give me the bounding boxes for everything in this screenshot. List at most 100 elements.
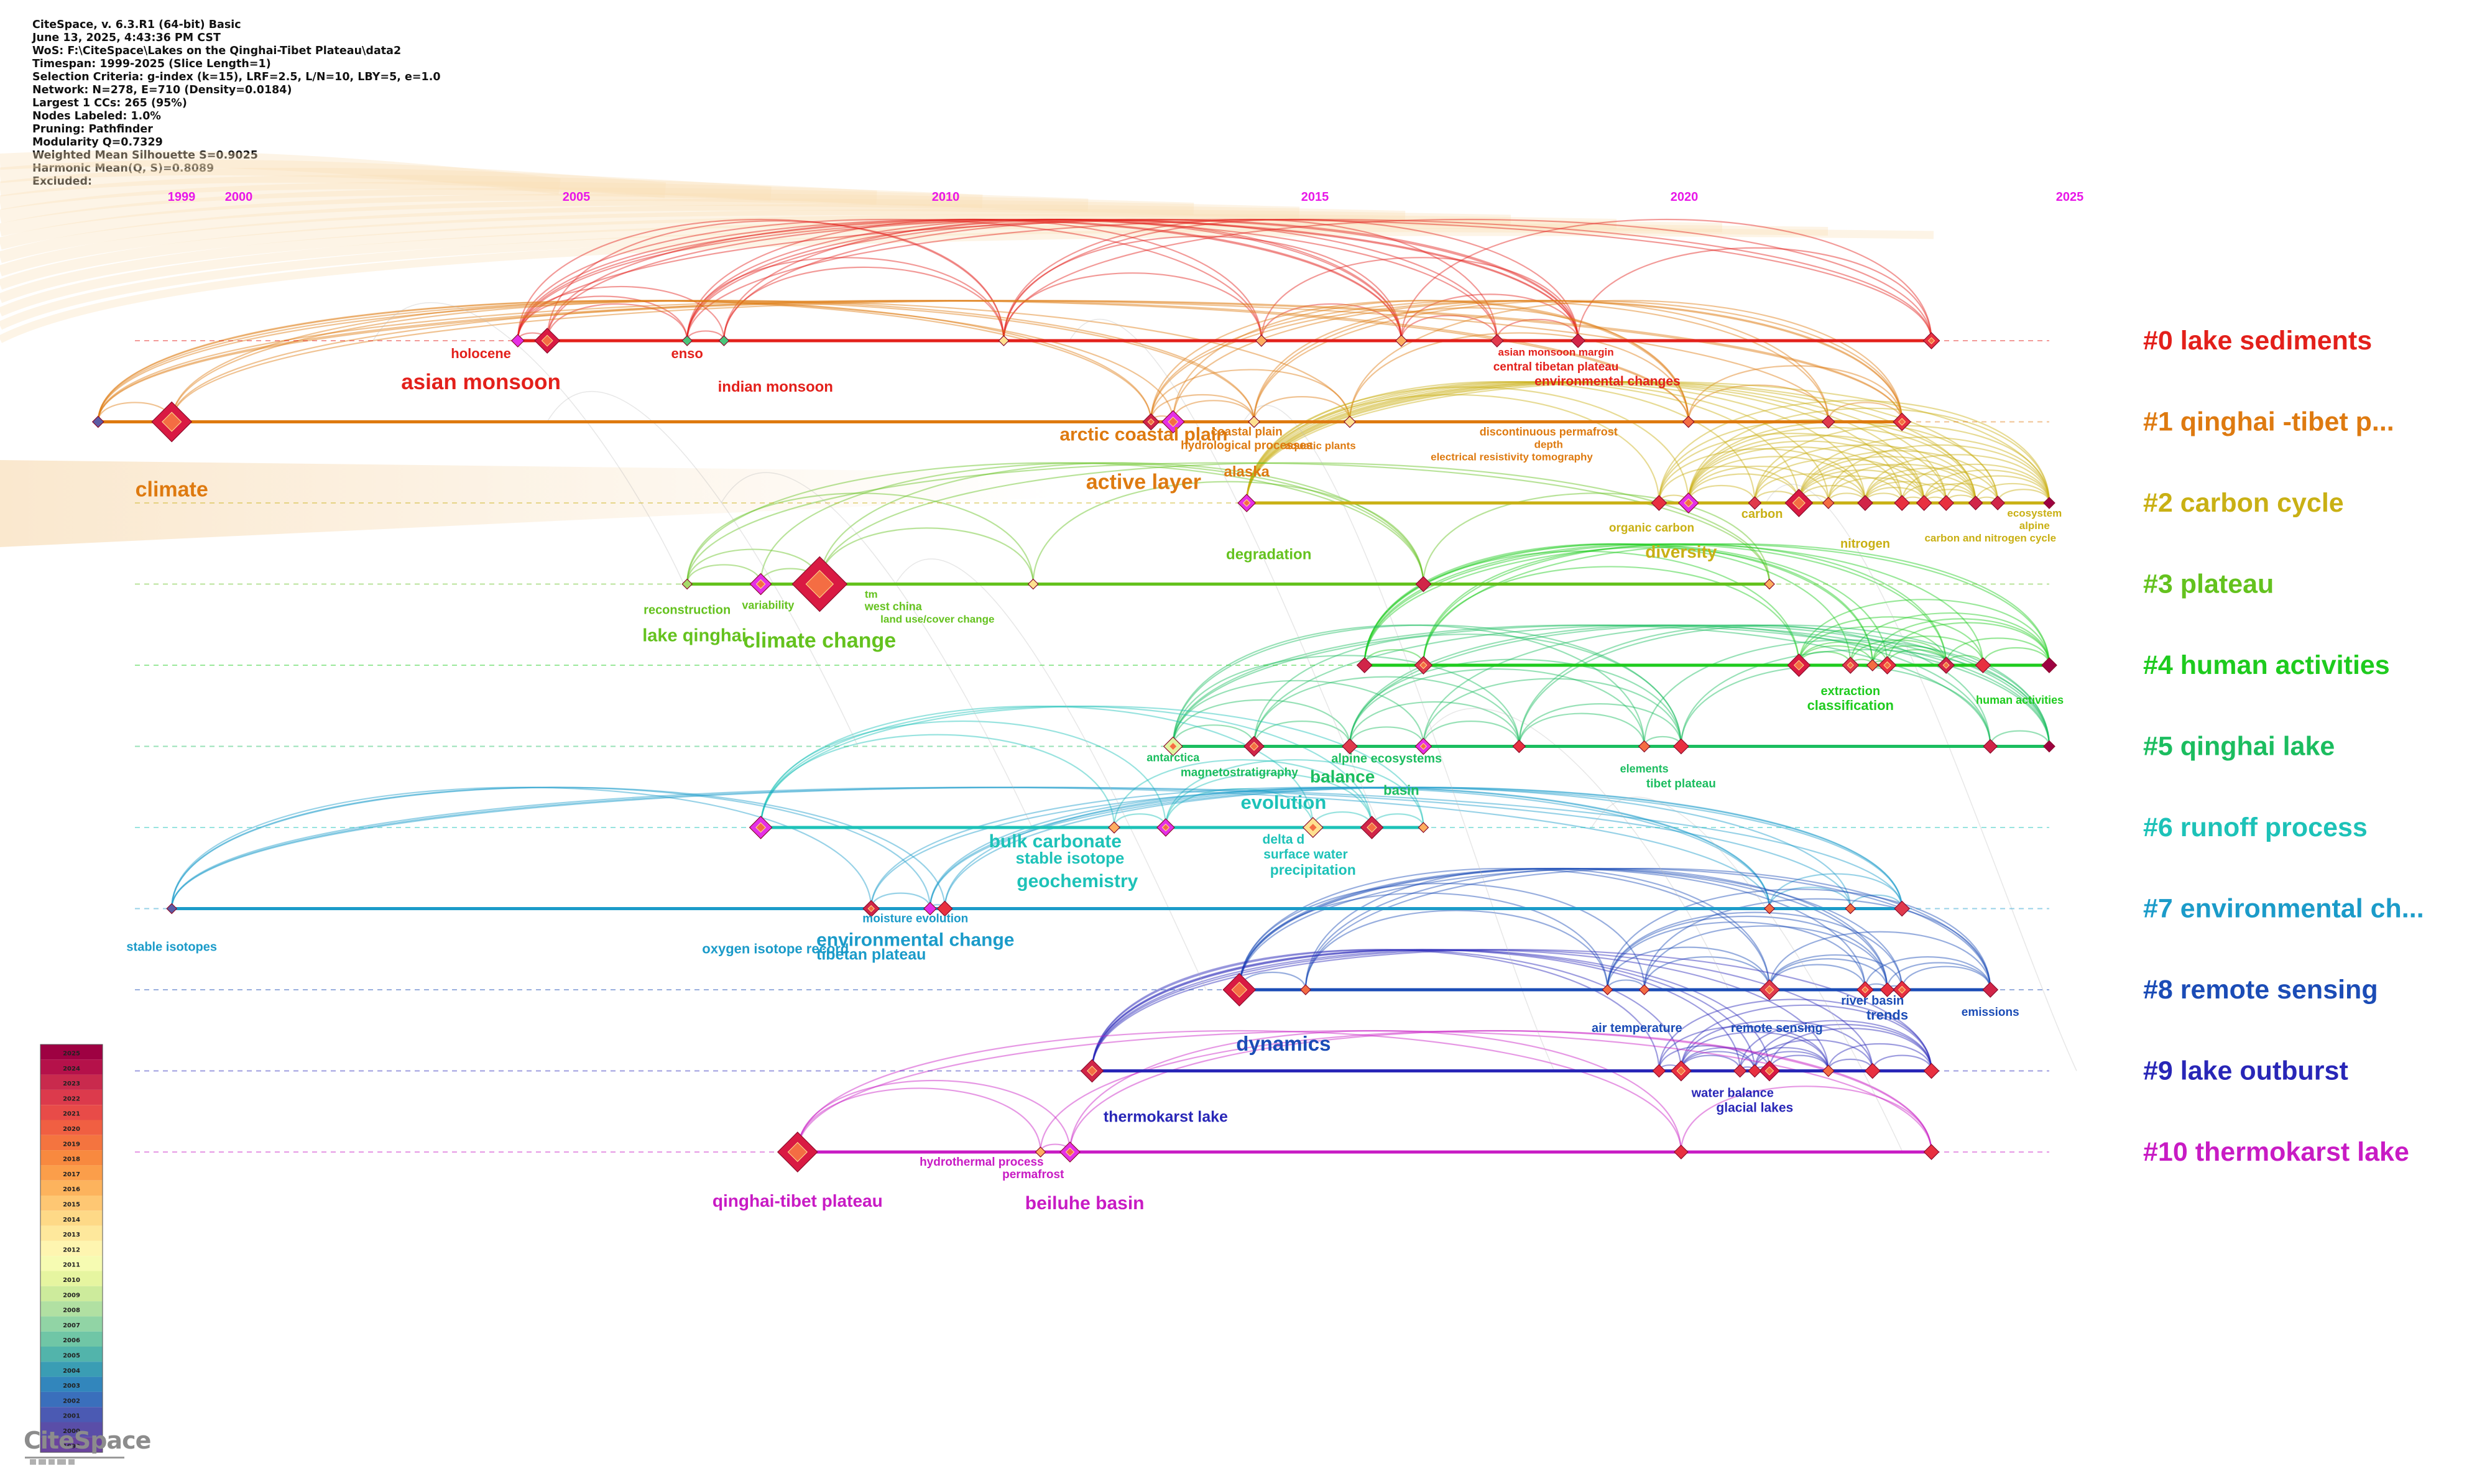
link-arc	[1518, 624, 2050, 747]
legend-year: 2002	[63, 1398, 80, 1404]
link-arc	[1423, 543, 2050, 666]
link-arc	[517, 218, 1262, 341]
link-arc	[97, 300, 1829, 422]
fan-stroke	[0, 204, 1406, 277]
link-arc	[723, 218, 1579, 341]
link-arc	[1768, 873, 1903, 909]
link-arc	[1172, 624, 2050, 747]
node-label: qinghai-tibet plateau	[713, 1191, 883, 1210]
link-arc	[760, 705, 1424, 828]
cross-link-arc	[721, 472, 1033, 828]
node-core	[755, 822, 767, 833]
link-arc	[1798, 625, 1947, 666]
link-arc	[1091, 949, 1756, 1071]
link-arc	[723, 219, 1402, 341]
link-arc	[1349, 701, 1520, 747]
link-arc	[1871, 645, 1947, 666]
link-arc	[760, 720, 1167, 828]
link-arc	[1643, 925, 1888, 990]
link-arc	[1172, 655, 1520, 747]
link-arc	[1643, 898, 1991, 990]
node-core	[162, 412, 182, 432]
link-arc	[97, 300, 1903, 422]
node-diamond	[1571, 333, 1585, 348]
link-arc	[1680, 1085, 1932, 1153]
cross-link-arc	[547, 391, 859, 747]
fan-stroke	[0, 187, 1089, 237]
link-arc	[1238, 867, 1903, 990]
node-core	[1793, 660, 1804, 671]
link-arc	[819, 527, 1034, 584]
node-diamond	[1344, 415, 1356, 428]
legend-swatch	[40, 1437, 103, 1453]
link-arc	[1423, 546, 1873, 666]
link-arc	[171, 300, 1152, 422]
legend-swatch	[40, 1407, 103, 1422]
summary-line: Selection Criteria: g-index (k=15), LRF=…	[32, 71, 441, 83]
legend-swatch	[40, 1089, 103, 1105]
node-label: classification	[1807, 698, 1894, 713]
legend-swatch	[40, 1150, 103, 1166]
node-label: elements	[1620, 763, 1669, 775]
legend-year: 1999	[63, 1443, 80, 1450]
link-arc	[1798, 463, 1947, 504]
link-arc	[1253, 307, 1689, 422]
link-arc	[1150, 300, 1689, 422]
legend-swatch	[40, 1240, 103, 1256]
link-arc	[1165, 788, 1314, 828]
legend-year: 2007	[63, 1322, 80, 1329]
node-label: central tibetan plateau	[1493, 361, 1619, 374]
link-arc	[1768, 1028, 1932, 1071]
node-diamond	[1512, 739, 1526, 754]
legend-swatch	[40, 1347, 103, 1362]
legend-year: 2003	[63, 1383, 80, 1390]
link-arc	[1253, 676, 1520, 747]
legend-swatch	[40, 1105, 103, 1120]
summary-line: Harmonic Mean(Q, S)=0.8089	[32, 162, 214, 175]
link-arc	[796, 1087, 1041, 1153]
link-arc	[1363, 543, 1852, 666]
link-arc	[1003, 219, 1498, 341]
link-arc	[686, 218, 1579, 341]
link-arc	[1687, 435, 1947, 504]
link-arc	[760, 462, 1424, 584]
node-label: organic carbon	[1609, 522, 1694, 535]
link-arc	[796, 1079, 1071, 1153]
link-arc	[1246, 381, 2050, 504]
node-label: bulk carbonate	[989, 831, 1122, 852]
summary-line: Nodes Labeled: 1.0%	[32, 110, 161, 122]
node-label: reconstruction	[643, 604, 731, 617]
link-arc	[1150, 300, 1829, 422]
legend-swatch	[40, 1331, 103, 1347]
link-arc	[1687, 440, 1925, 504]
legend-swatch	[40, 1165, 103, 1181]
link-arc	[1798, 641, 1888, 666]
legend-swatch	[40, 1286, 103, 1302]
link-arc	[1246, 380, 1977, 504]
legend-swatch	[40, 1210, 103, 1226]
link-arc	[1003, 272, 1262, 341]
node-core	[1242, 499, 1251, 507]
link-arc	[686, 219, 1498, 341]
link-arc	[171, 300, 1903, 422]
link-arc	[1827, 1043, 1932, 1071]
link-arc	[171, 300, 1255, 422]
node-diamond	[681, 335, 693, 346]
link-arc	[1754, 1051, 1829, 1071]
summary-line: Pruning: Pathfinder	[32, 123, 153, 136]
background-link-fan	[0, 150, 1934, 547]
link-arc	[1886, 622, 2050, 666]
legend-year: 2021	[63, 1111, 80, 1118]
node-label: stable isotope	[1016, 849, 1125, 867]
node-diamond	[1822, 497, 1835, 509]
link-arc	[1680, 1051, 1756, 1071]
link-arc	[1739, 1020, 1932, 1071]
link-arc	[1246, 381, 1866, 504]
node-diamond	[1651, 495, 1667, 511]
link-arc	[1923, 469, 2050, 504]
link-arc	[1739, 1047, 1829, 1071]
node-label: aquatic plants	[1285, 440, 1355, 452]
node-label: evolution	[1241, 791, 1327, 813]
node-diamond	[718, 335, 730, 346]
node-diamond	[1300, 984, 1311, 995]
